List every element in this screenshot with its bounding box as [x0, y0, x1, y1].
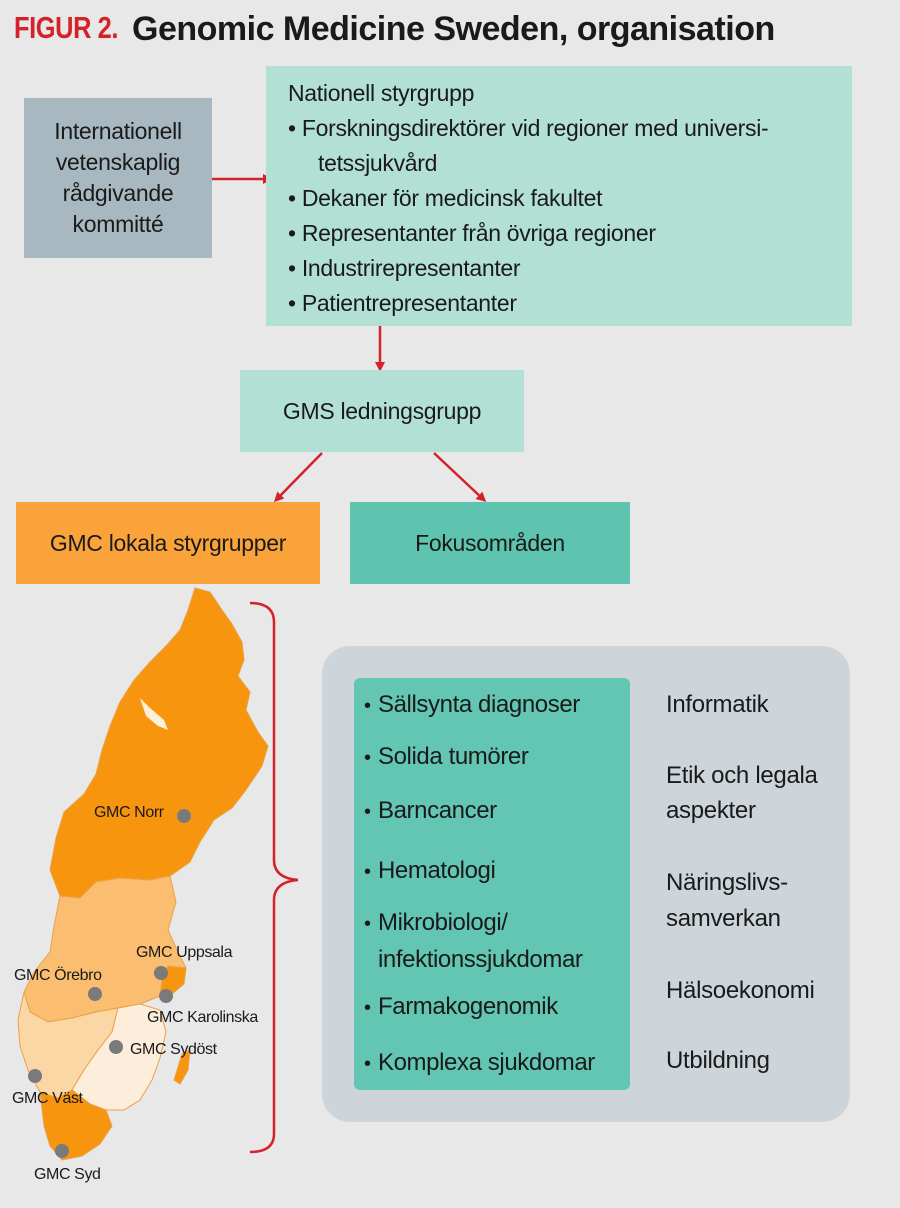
focus-list-item-label: Farmakogenomik: [378, 993, 558, 1020]
focus-list-item: • Mikrobiologi/: [364, 908, 508, 939]
bullet-dot: •: [364, 913, 371, 935]
marker-uppsala: [154, 966, 168, 980]
figure-title-row: FIGUR 2. Genomic Medicine Sweden, organi…: [14, 10, 894, 56]
side-item: Näringslivs-: [666, 869, 788, 896]
marker-sydost: [109, 1040, 123, 1054]
label-gmc-uppsala: GMC Uppsala: [136, 944, 233, 961]
national-steering-box: Nationell styrgrupp • Forskningsdirektör…: [266, 66, 852, 326]
focus-list-item-label: Barncancer: [378, 797, 497, 824]
focus-list-item: • Hematologi: [364, 856, 496, 887]
focus-list-item: • Sällsynta diagnoser: [364, 690, 580, 721]
focus-list-item-label: Hematologi: [378, 857, 496, 884]
focus-list-item-label: Solida tumörer: [378, 743, 529, 770]
bullet-dot: •: [364, 801, 371, 823]
national-item: • Forskningsdirektörer vid regioner med …: [288, 115, 769, 141]
sweden-region-southeast: [71, 1003, 167, 1111]
side-item: Informatik: [666, 691, 769, 718]
international-committee-box: Internationell vetenskaplig rådgivande k…: [24, 98, 212, 258]
label-gmc-karolinska: GMC Karolinska: [147, 1009, 258, 1026]
gms-management-box: GMS ledningsgrupp: [240, 370, 524, 452]
focus-list-item: • Barncancer: [364, 796, 497, 827]
gms-management-label: GMS ledningsgrupp: [282, 397, 482, 424]
focus-list-item-label: Mikrobiologi/: [378, 909, 508, 936]
focus-list-item-label: Sällsynta diagnoser: [378, 691, 580, 718]
label-gmc-orebro: GMC Örebro: [14, 967, 102, 984]
label-gmc-syd: GMC Syd: [34, 1166, 101, 1183]
side-item: Etik och legala: [666, 762, 818, 789]
bullet-dot: •: [364, 861, 371, 883]
national-item: • Dekaner för medicinsk fakultet: [288, 185, 603, 211]
bullet-dot: •: [364, 1053, 371, 1075]
intl-line: Internationell: [54, 118, 182, 144]
bullet-dot: •: [364, 747, 371, 769]
side-item: Hälsoekonomi: [666, 977, 815, 1004]
sweden-region-south: [39, 1089, 113, 1161]
focus-list-item-label: Komplexa sjukdomar: [378, 1049, 595, 1076]
label-gmc-sydost: GMC Sydöst: [130, 1041, 217, 1058]
marker-vast: [28, 1069, 42, 1083]
gmc-local-box: GMC lokala styrgrupper: [16, 502, 320, 584]
arrow-gms-to-fokus: [433, 452, 487, 503]
focus-list-item-continuation: infektionssjukdomar: [378, 946, 583, 973]
focus-areas-label: Fokusområden: [415, 529, 565, 556]
figure-title: Genomic Medicine Sweden, organisation: [132, 10, 775, 48]
marker-karolinska: [159, 989, 173, 1003]
national-item: • Industrirepresentanter: [288, 255, 521, 281]
gmc-local-label: GMC lokala styrgrupper: [49, 529, 287, 556]
national-item: • Representanter från övriga regioner: [288, 220, 656, 246]
bullet-dot: •: [364, 997, 371, 1019]
marker-norr: [177, 809, 191, 823]
intl-line: vetenskaplig: [55, 149, 181, 175]
marker-syd: [55, 1144, 69, 1158]
intl-line: kommitté: [72, 211, 164, 237]
bullet-dot: •: [364, 695, 371, 717]
focus-list-item: • Komplexa sjukdomar: [364, 1048, 595, 1079]
region-bracket: [249, 601, 299, 1154]
focus-list-item: • Farmakogenomik: [364, 992, 558, 1023]
national-item: • Patientrepresentanter: [288, 290, 517, 316]
national-item-continuation: tetssjukvård: [318, 150, 438, 176]
gotland-island: [173, 1049, 191, 1085]
arrow-gms-to-gmc: [273, 452, 323, 503]
side-item: samverkan: [666, 905, 781, 932]
marker-orebro: [88, 987, 102, 1001]
sweden-map: [17, 587, 269, 1161]
focus-areas-box: Fokusområden: [350, 502, 630, 584]
label-gmc-norr: GMC Norr: [94, 804, 164, 821]
national-heading: Nationell styrgrupp: [288, 80, 475, 106]
label-gmc-vast: GMC Väst: [12, 1090, 83, 1107]
side-item: Utbildning: [666, 1047, 770, 1074]
focus-list-box: • Sällsynta diagnoser • Solida tumörer • Ba…: [354, 678, 630, 1090]
intl-line: rådgivande: [62, 180, 174, 206]
figure-label: FIGUR 2.: [14, 10, 119, 45]
focus-list-item: • Solida tumörer: [364, 742, 529, 773]
map-lake: [140, 698, 168, 730]
side-item: aspekter: [666, 797, 756, 824]
